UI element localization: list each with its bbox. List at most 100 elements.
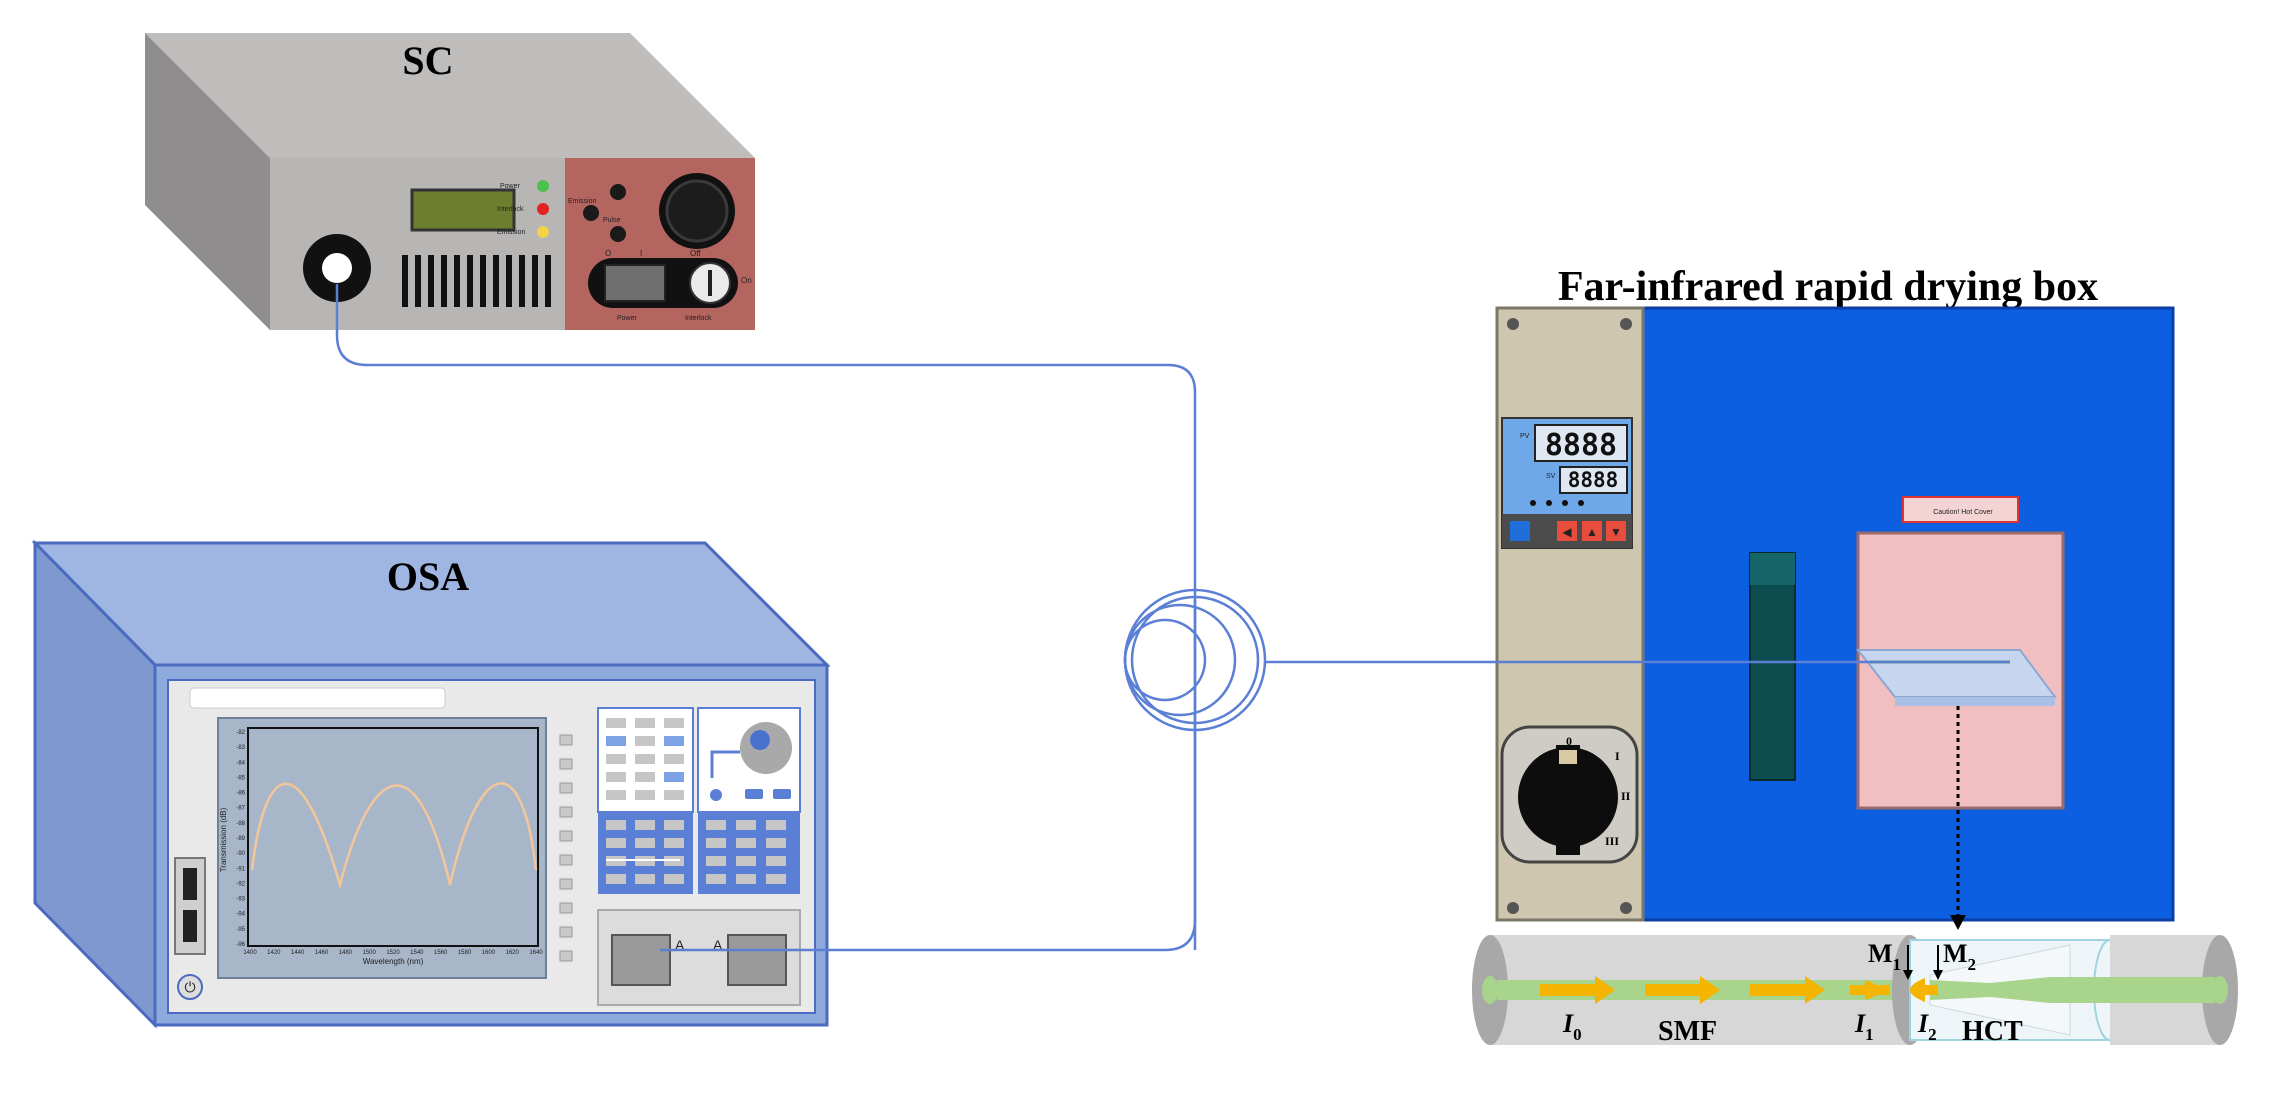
indicator-dot-4 bbox=[1578, 500, 1584, 506]
osa-key bbox=[664, 790, 684, 800]
label-i2: I2 bbox=[1917, 1009, 1937, 1044]
osa-key bbox=[635, 772, 655, 782]
sc-on-label: On bbox=[741, 276, 752, 285]
osa-x-tick-label: 1580 bbox=[458, 950, 472, 956]
osa-key bbox=[635, 790, 655, 800]
osa-ylabel: Transmission (dB) bbox=[219, 807, 228, 872]
osa-x-tick-label: 1420 bbox=[267, 950, 281, 956]
osa-key bbox=[635, 820, 655, 830]
osa-knob-indicator bbox=[710, 750, 740, 778]
osa-xlabel: Wavelength (nm) bbox=[363, 957, 424, 966]
osa-x-tick-label: 1440 bbox=[291, 950, 305, 956]
hct-right-core bbox=[2212, 976, 2228, 1004]
sc-i-label: I bbox=[640, 249, 642, 258]
fiber-connections bbox=[335, 284, 2010, 953]
osa-x-tick-label: 1400 bbox=[243, 950, 257, 956]
arrow-shaft-1 bbox=[1850, 985, 1890, 995]
smf-left-core bbox=[1482, 976, 1498, 1004]
arrow-icon-2 bbox=[1645, 976, 1720, 1004]
osa-keys-lower-right bbox=[706, 820, 786, 884]
dial-label-1: I bbox=[1615, 749, 1620, 763]
osa-key bbox=[664, 820, 684, 830]
osa-knob-dot bbox=[710, 789, 722, 801]
osa-soft-key bbox=[559, 854, 573, 866]
osa-y-tick-label: -88 bbox=[236, 821, 245, 827]
drying-box: Far-infrared rapid drying box 8888 8888 … bbox=[1495, 264, 2175, 930]
osa-rotary-knob-cap bbox=[750, 730, 770, 750]
osa-key bbox=[664, 838, 684, 848]
osa-key bbox=[635, 736, 655, 746]
vent-slot bbox=[506, 255, 512, 307]
sensor-structure: M1 M2 I0 I1 I2 SMF HCT bbox=[1472, 935, 2238, 1047]
glass-slide-edge bbox=[1895, 697, 2055, 706]
osa-key bbox=[766, 874, 786, 884]
arrow-shaft-2 bbox=[1920, 985, 1938, 995]
rotary-switch-marker bbox=[1559, 750, 1577, 764]
osa-soft-key bbox=[559, 878, 573, 890]
pv-display bbox=[1534, 424, 1628, 462]
drying-box-title: Far-infrared rapid drying box bbox=[1558, 264, 2098, 310]
fiber-coil-3 bbox=[1123, 618, 1207, 702]
sc-knob-3 bbox=[610, 226, 626, 242]
osa-key bbox=[664, 874, 684, 884]
osa-connector-a1 bbox=[611, 934, 671, 986]
osa-y-tick-label: -87 bbox=[236, 806, 245, 812]
osa-key bbox=[635, 838, 655, 848]
osa-soft-key bbox=[559, 806, 573, 818]
up-button bbox=[1582, 521, 1602, 541]
sc-power-switch bbox=[604, 264, 666, 302]
left-button bbox=[1557, 521, 1577, 541]
osa-key bbox=[606, 820, 626, 830]
light-arrows bbox=[1540, 976, 1938, 1004]
osa-y-tick-label: -95 bbox=[236, 927, 245, 933]
osa-key bbox=[736, 838, 756, 848]
osa-y-tick-label: -82 bbox=[236, 730, 245, 736]
osa-soft-key bbox=[559, 902, 573, 914]
osa-power-glyph: ⏻ bbox=[184, 979, 195, 995]
caution-label-text: Caution! Hot Cover bbox=[1933, 509, 1993, 516]
osa-key bbox=[736, 856, 756, 866]
osa-y-ticks: -82-83-84-85-86-87-88-89-90-91-92-93-94-… bbox=[236, 730, 245, 948]
osa-knob-btn-1 bbox=[745, 789, 763, 799]
sc-side-face bbox=[145, 33, 270, 330]
sc-switch-label-1: Power bbox=[617, 315, 638, 322]
osa-key bbox=[606, 736, 626, 746]
label-smf: SMF bbox=[1658, 1016, 1717, 1047]
left-arrow-icon: ◀ bbox=[1562, 525, 1572, 539]
dial-label-2: II bbox=[1621, 789, 1631, 803]
vent-slot bbox=[454, 255, 460, 307]
osa-key bbox=[606, 772, 626, 782]
osa-y-tick-label: -89 bbox=[236, 836, 245, 842]
osa-soft-key bbox=[559, 782, 573, 794]
label-i1: I1 bbox=[1854, 1009, 1874, 1044]
door-handle-highlight bbox=[1750, 553, 1795, 585]
label-m1: M1 bbox=[1868, 939, 1901, 974]
osa-key bbox=[736, 820, 756, 830]
sc-indicator-label-2: Interlock bbox=[497, 206, 524, 213]
osa-plot-area bbox=[247, 727, 539, 947]
label-m2: M2 bbox=[1943, 939, 1976, 974]
fiber-coupler-to-osa bbox=[660, 600, 1197, 952]
osa-key bbox=[766, 838, 786, 848]
osa-key bbox=[635, 874, 655, 884]
osa-y-tick-label: -85 bbox=[236, 775, 245, 781]
vent-slot bbox=[441, 255, 447, 307]
m2-marker-arrow bbox=[1933, 970, 1943, 980]
down-arrow-icon: ▼ bbox=[1610, 525, 1622, 539]
sc-knob-label-2: Pulse bbox=[603, 217, 621, 224]
dial-label-3: III bbox=[1605, 834, 1619, 848]
screw-icon-1 bbox=[1507, 318, 1519, 330]
fiber-sc-to-coupler bbox=[335, 284, 1197, 953]
sv-display-value: 8888 bbox=[1568, 468, 1619, 492]
osa-y-tick-label: -86 bbox=[236, 791, 245, 797]
sc-indicator-yellow bbox=[537, 226, 549, 238]
osa-key bbox=[706, 874, 726, 884]
osa-key bbox=[606, 790, 626, 800]
indicator-dot-1 bbox=[1530, 500, 1536, 506]
sc-title: SC bbox=[402, 38, 453, 83]
osa-key bbox=[664, 772, 684, 782]
sc-indicator-red bbox=[537, 203, 549, 215]
pv-display-value: 8888 bbox=[1545, 428, 1617, 463]
osa-key bbox=[706, 838, 726, 848]
osa-keys-left bbox=[606, 718, 684, 800]
